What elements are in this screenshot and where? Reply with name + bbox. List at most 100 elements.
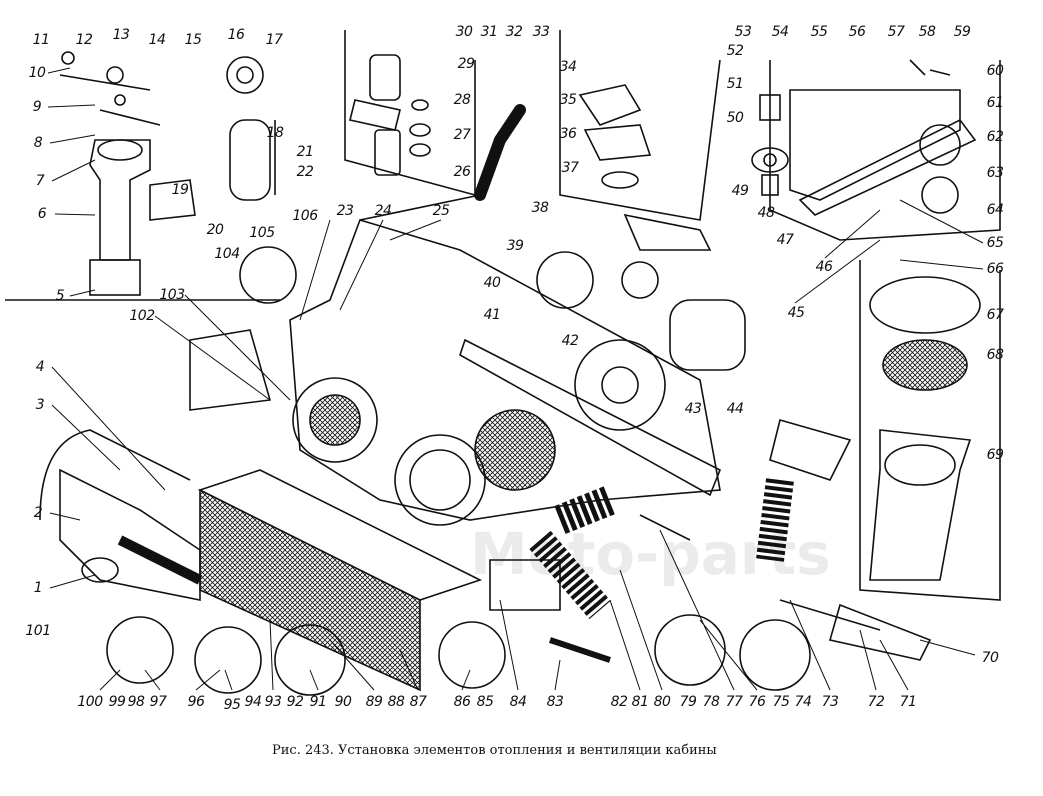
callout-94: 94 xyxy=(244,694,262,710)
callout-63: 63 xyxy=(986,165,1004,181)
callout-87: 87 xyxy=(409,694,427,710)
callout-7: 7 xyxy=(35,173,45,189)
callout-83: 83 xyxy=(546,694,564,710)
callout-51: 51 xyxy=(726,76,744,92)
grille-parts xyxy=(869,276,981,581)
heater-housing xyxy=(189,194,746,526)
callout-100: 100 xyxy=(77,694,103,710)
callout-42: 42 xyxy=(561,333,579,349)
callout-15: 15 xyxy=(184,32,202,48)
callout-27: 27 xyxy=(453,127,471,143)
callout-57: 57 xyxy=(887,24,905,40)
callout-23: 23 xyxy=(336,203,354,219)
callout-73: 73 xyxy=(821,694,839,710)
callout-89: 89 xyxy=(365,694,383,710)
callout-101: 101 xyxy=(25,623,51,639)
callout-52: 52 xyxy=(726,43,744,59)
callout-1: 1 xyxy=(33,580,43,596)
callout-36: 36 xyxy=(559,126,577,142)
callout-67: 67 xyxy=(986,307,1004,323)
callout-92: 92 xyxy=(286,694,304,710)
callout-14: 14 xyxy=(148,32,166,48)
callout-13: 13 xyxy=(112,27,130,43)
callout-19: 19 xyxy=(171,182,189,198)
callout-39: 39 xyxy=(506,238,524,254)
callout-17: 17 xyxy=(265,32,283,48)
callout-68: 68 xyxy=(986,347,1004,363)
callout-88: 88 xyxy=(387,694,405,710)
callout-38: 38 xyxy=(531,200,549,216)
callout-8: 8 xyxy=(33,135,43,151)
inset-frame-flange xyxy=(559,30,721,221)
control-panel-parts xyxy=(751,59,977,216)
callout-71: 71 xyxy=(899,694,917,710)
valve-parts xyxy=(349,54,526,201)
callout-58: 58 xyxy=(918,24,936,40)
callout-91: 91 xyxy=(309,694,327,710)
callout-47: 47 xyxy=(776,232,794,248)
callout-70: 70 xyxy=(981,650,999,666)
callout-86: 86 xyxy=(453,694,471,710)
callout-40: 40 xyxy=(483,275,501,291)
callout-6: 6 xyxy=(37,206,47,222)
callout-21: 21 xyxy=(296,144,314,160)
callout-50: 50 xyxy=(726,110,744,126)
callout-33: 33 xyxy=(532,24,550,40)
radiator xyxy=(39,429,483,692)
callout-44: 44 xyxy=(726,401,744,417)
callout-105: 105 xyxy=(249,225,275,241)
callout-4: 4 xyxy=(35,359,45,375)
callout-26: 26 xyxy=(453,164,471,180)
callout-106: 106 xyxy=(292,208,318,224)
callout-77: 77 xyxy=(725,694,743,710)
inset-frame-grille xyxy=(859,260,1001,601)
callout-18: 18 xyxy=(266,125,284,141)
callout-60: 60 xyxy=(986,63,1004,79)
callout-2: 2 xyxy=(33,505,43,521)
inset-frame-valve xyxy=(344,30,476,197)
callout-3: 3 xyxy=(35,397,45,413)
callout-62: 62 xyxy=(986,129,1004,145)
callout-102: 102 xyxy=(129,308,155,324)
figure-caption: Рис. 243. Установка элементов отопления … xyxy=(272,743,717,758)
callout-28: 28 xyxy=(453,92,471,108)
callout-56: 56 xyxy=(848,24,866,40)
callout-103: 103 xyxy=(159,287,185,303)
callout-97: 97 xyxy=(149,694,167,710)
flange-parts xyxy=(578,84,712,251)
callout-30: 30 xyxy=(455,24,473,40)
callout-34: 34 xyxy=(559,59,577,75)
callout-74: 74 xyxy=(794,694,812,710)
leader-lines xyxy=(47,67,984,691)
callout-72: 72 xyxy=(867,694,885,710)
callout-85: 85 xyxy=(476,694,494,710)
callout-46: 46 xyxy=(815,259,833,275)
tap-assembly xyxy=(59,51,271,296)
callout-80: 80 xyxy=(653,694,671,710)
callout-98: 98 xyxy=(127,694,145,710)
callout-49: 49 xyxy=(731,183,749,199)
callout-9: 9 xyxy=(32,99,42,115)
callout-20: 20 xyxy=(206,222,224,238)
callout-45: 45 xyxy=(787,305,805,321)
callout-55: 55 xyxy=(810,24,828,40)
callout-43: 43 xyxy=(684,401,702,417)
callout-11: 11 xyxy=(32,32,50,48)
callout-75: 75 xyxy=(772,694,790,710)
callout-81: 81 xyxy=(631,694,649,710)
callout-5: 5 xyxy=(55,288,65,304)
callout-59: 59 xyxy=(953,24,971,40)
callout-12: 12 xyxy=(75,32,93,48)
callout-93: 93 xyxy=(264,694,282,710)
callout-22: 22 xyxy=(296,164,314,180)
callout-65: 65 xyxy=(986,235,1004,251)
callout-53: 53 xyxy=(734,24,752,40)
callout-90: 90 xyxy=(334,694,352,710)
inset-frame-left xyxy=(5,120,280,301)
callout-10: 10 xyxy=(28,65,46,81)
callout-84: 84 xyxy=(509,694,527,710)
callout-54: 54 xyxy=(771,24,789,40)
callout-61: 61 xyxy=(986,95,1004,111)
callout-24: 24 xyxy=(374,203,392,219)
